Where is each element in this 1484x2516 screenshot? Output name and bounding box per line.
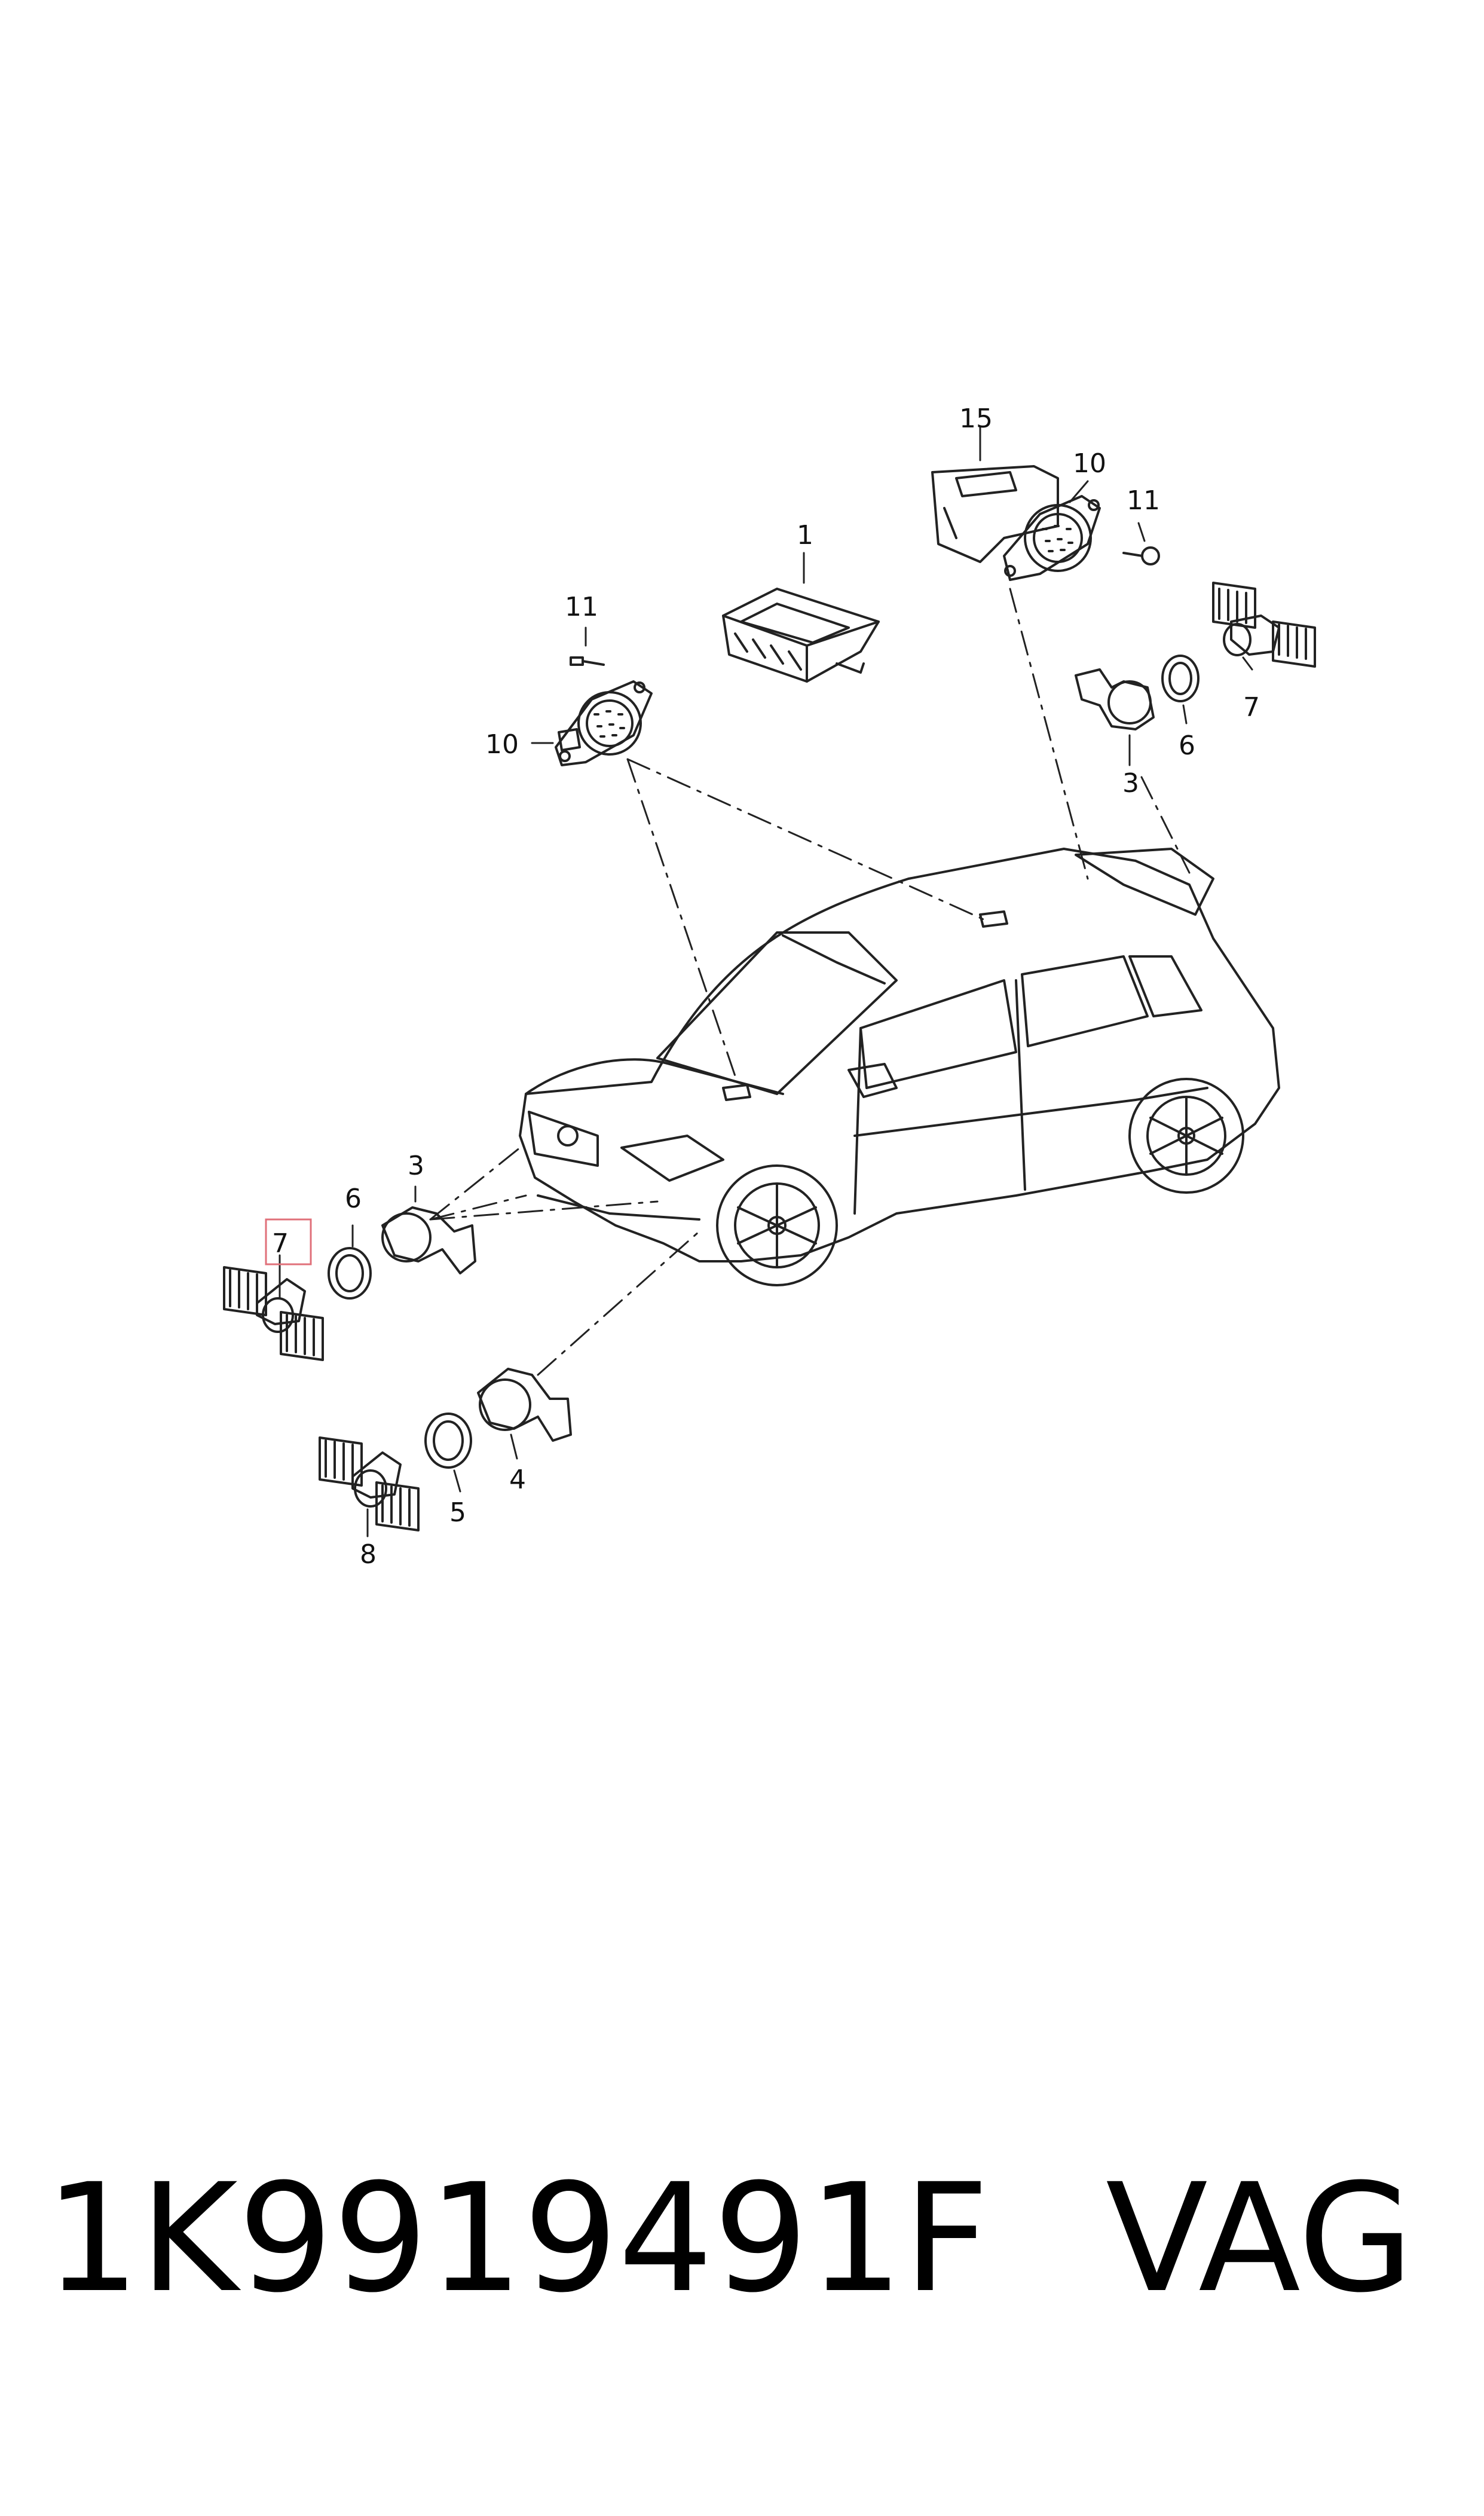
highlight-box: [265, 1218, 312, 1265]
front-sensor-part-3: [381, 1206, 476, 1274]
car-illustration: [519, 848, 1280, 1286]
bracket-part-8: [319, 1436, 420, 1531]
part-number: 1K9919491F: [45, 2151, 990, 2325]
callout-3-rear: 3: [1122, 768, 1139, 799]
rear-bracket-part-7: [1212, 582, 1316, 668]
brand-name: VAG: [1106, 2151, 1414, 2325]
callout-3-front: 3: [408, 1151, 424, 1181]
callout-6-front: 6: [345, 1184, 362, 1214]
callout-7-front: 7: [272, 1228, 289, 1259]
rear-sensor-part-3: [1075, 668, 1155, 730]
callout-10-left: 10: [485, 729, 519, 760]
control-unit-part-1: [722, 588, 880, 683]
screw-left-part-11: [570, 656, 605, 666]
callout-11-right: 11: [1127, 485, 1160, 516]
leader-lines: [429, 588, 1191, 1376]
buzzer-left-part-10: [555, 680, 653, 766]
callout-5: 5: [449, 1497, 466, 1528]
callout-11-left: 11: [565, 592, 598, 622]
buzzer-right-part-10: [1003, 495, 1101, 581]
callout-8: 8: [360, 1539, 377, 1570]
bracket-part-15: [931, 465, 1059, 563]
callout-10-right: 10: [1073, 448, 1106, 479]
screw-right-part-11: [1122, 546, 1160, 565]
callout-4: 4: [509, 1465, 526, 1495]
callout-7-rear: 7: [1243, 692, 1260, 723]
callout-1: 1: [797, 520, 813, 551]
callout-15: 15: [959, 403, 993, 434]
rear-ring-part-6: [1161, 655, 1200, 702]
sensor-part-4: [477, 1368, 572, 1442]
callout-6-rear: 6: [1179, 730, 1195, 761]
front-bracket-part-7: [223, 1266, 324, 1361]
callout-ticks: [279, 426, 1253, 1537]
ring-part-5: [424, 1413, 472, 1469]
front-ring-part-6: [328, 1247, 372, 1300]
